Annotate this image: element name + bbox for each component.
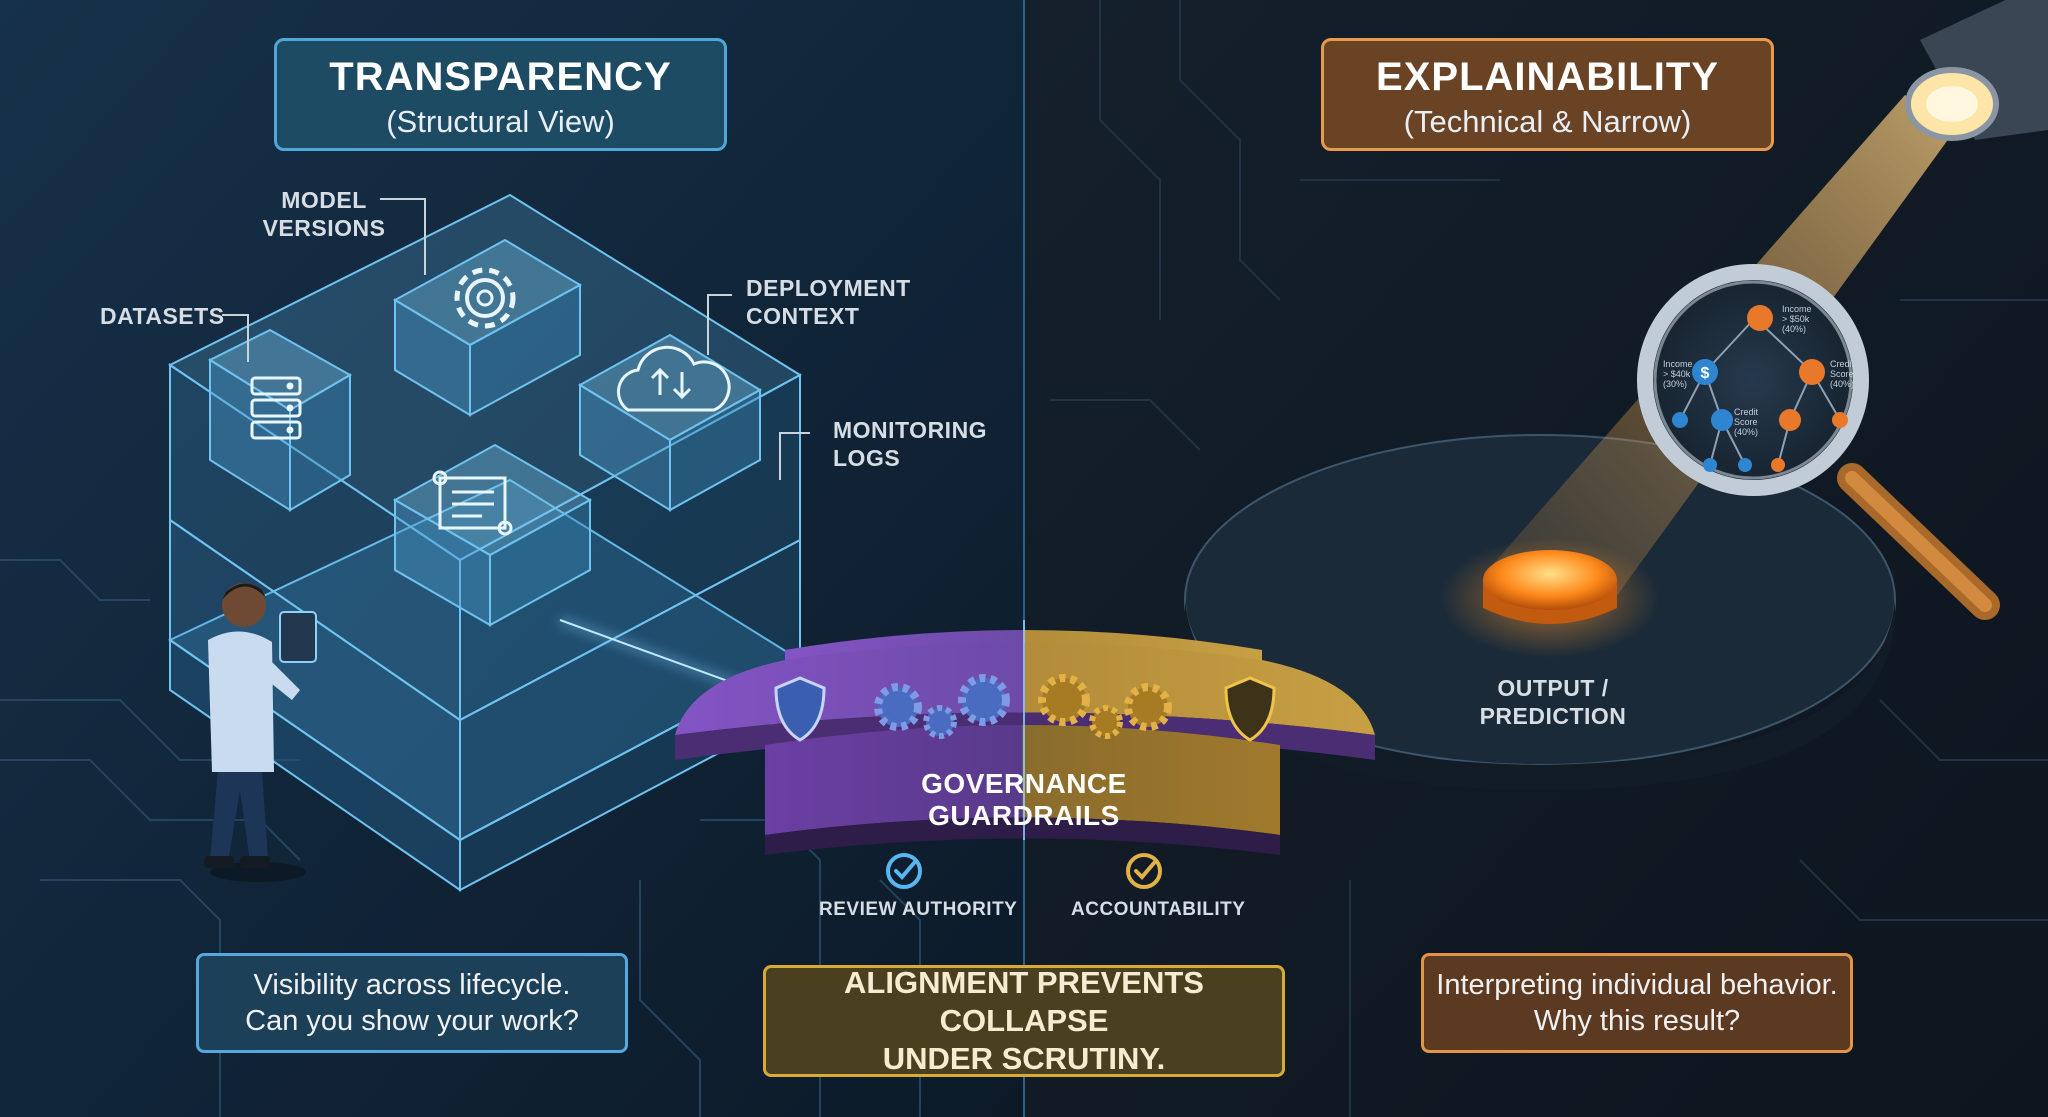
structure-top <box>168 193 802 562</box>
explainability-subtitle: (Technical & Narrow) <box>1403 104 1692 139</box>
tree-node-root <box>1747 305 1773 331</box>
tree-node-left <box>1692 359 1718 385</box>
svg-text:$: $ <box>1701 365 1710 382</box>
accountability-label: ACCOUNTABILITY <box>1071 899 1246 920</box>
magnifier-icon: $ Income> $50k(40%) Income> $40k(30%) Cr… <box>1637 264 2000 620</box>
output-prediction-label: OUTPUT / PREDICTION <box>1479 675 1627 729</box>
transparency-caption-line1: Visibility across lifecycle. <box>253 969 571 1001</box>
model-versions-label: MODEL VERSIONS <box>262 187 386 241</box>
leader-lines <box>222 198 810 480</box>
deployment-context-label: DEPLOYMENT CONTEXT <box>746 275 911 329</box>
person-icon <box>204 583 317 882</box>
monitoring-logs-label: MONITORING LOGS <box>833 417 988 471</box>
tree-label-left: Income> $40k(30%) <box>1663 359 1693 389</box>
output-orb <box>1483 550 1617 624</box>
review-authority-label: REVIEW AUTHORITY <box>819 899 1018 920</box>
alignment-caption: ALIGNMENT PREVENTS COLLAPSE UNDER SCRUTI… <box>763 965 1285 1077</box>
shield-icon <box>774 676 1276 742</box>
governance-guardrails <box>675 620 1375 855</box>
alignment-caption-line1: ALIGNMENT PREVENTS COLLAPSE <box>844 965 1204 1038</box>
governance-guardrails-label: GOVERNANCE GUARDRAILS <box>921 768 1127 831</box>
tree-label-root: Income> $50k(40%) <box>1782 304 1812 334</box>
transparency-caption: Visibility across lifecycle. Can you sho… <box>196 953 628 1053</box>
gear-icon <box>454 267 516 329</box>
explainability-caption-line1: Interpreting individual behavior. <box>1436 969 1838 1001</box>
cloud-sync-icon <box>617 345 731 412</box>
transparency-subtitle: (Structural View) <box>386 104 615 139</box>
database-icon <box>250 376 302 440</box>
transparency-title-box: TRANSPARENCY (Structural View) <box>274 38 727 151</box>
explainability-caption: Interpreting individual behavior. Why th… <box>1421 953 1853 1053</box>
transparency-caption-line2: Can you show your work? <box>245 1005 579 1037</box>
transparency-title: TRANSPARENCY <box>329 55 672 99</box>
explainability-caption-line2: Why this result? <box>1533 1005 1741 1037</box>
explainability-title-box: EXPLAINABILITY (Technical & Narrow) <box>1321 38 1774 151</box>
explainability-title: EXPLAINABILITY <box>1376 55 1719 99</box>
spotlight-icon <box>1905 0 2048 141</box>
datasets-label: DATASETS <box>100 303 225 329</box>
check-icon <box>886 853 1162 889</box>
tree-node-right <box>1799 359 1825 385</box>
gear-icon <box>874 674 1172 739</box>
circuit-traces-right <box>1050 0 2048 1117</box>
scroll-icon <box>432 470 513 536</box>
alignment-caption-line2: UNDER SCRUTINY. <box>882 1041 1166 1076</box>
